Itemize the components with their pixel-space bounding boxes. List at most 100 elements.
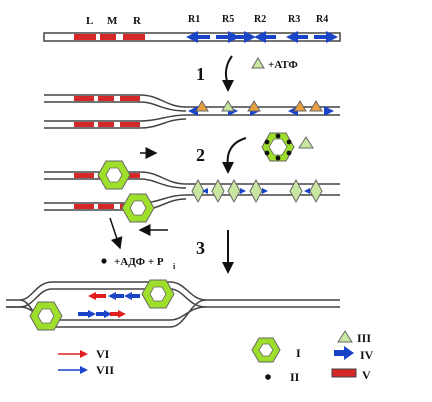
red-box — [74, 34, 96, 40]
triangle-icon — [309, 100, 323, 112]
blue-arrow-right — [232, 31, 256, 43]
dna-row-2 — [44, 94, 340, 129]
red-box — [120, 96, 140, 101]
dot-icon — [101, 258, 107, 264]
blue-arrow-icon — [108, 292, 124, 300]
legend-label-VI: VI — [96, 347, 110, 361]
red-arrow-icon — [110, 310, 126, 318]
blue-arrow-icon — [334, 346, 354, 360]
triangle-pair-icon — [289, 178, 303, 204]
dot-icon — [265, 374, 271, 380]
red-boxes-row1 — [74, 34, 145, 40]
red-box — [120, 122, 140, 127]
blue-arrow-right — [240, 188, 246, 194]
red-box — [100, 34, 116, 40]
step-arrow — [224, 55, 233, 85]
label-R4: R4 — [316, 14, 328, 25]
red-box — [98, 204, 114, 209]
legend-label-V: V — [362, 368, 371, 382]
legend: VI VII I II III IV V — [58, 330, 374, 384]
triangle-icon — [247, 100, 261, 112]
blue-arrow-right — [216, 31, 240, 43]
legend-item-I: I — [251, 337, 301, 363]
step-arrow-head — [222, 80, 234, 92]
dna-row-1: L M R R1 R5 R2 R3 R4 — [43, 14, 341, 43]
blue-arrow-left — [304, 188, 310, 194]
label-L: L — [86, 15, 93, 27]
legend-label-VII: VII — [96, 363, 114, 377]
label-M: M — [107, 15, 118, 27]
red-box — [98, 96, 114, 101]
triangle-icon — [293, 100, 307, 112]
adp-label: +АДФ + P — [114, 256, 164, 268]
red-arrow-icon — [80, 350, 88, 358]
label-R1: R1 — [188, 14, 200, 25]
legend-item-II: II — [265, 370, 300, 384]
hexagon-ring-icon — [121, 193, 155, 223]
step-arrow — [226, 137, 247, 167]
blue-arrow-right — [262, 188, 268, 194]
red-boxes-row2 — [74, 96, 140, 127]
dna-row-3 — [44, 160, 340, 223]
dna-strand-bottom — [44, 114, 340, 122]
blue-arrow-icon — [96, 310, 112, 318]
label-R2: R2 — [254, 14, 266, 25]
legend-label-II: II — [290, 370, 300, 384]
blue-arrows-row1 — [186, 31, 338, 43]
hexagon-ring-icon — [29, 301, 63, 331]
dna-row-4-bubble — [6, 279, 340, 331]
legend-item-III: III — [337, 330, 371, 345]
dna-strand — [44, 178, 187, 189]
blue-arrow-right — [324, 106, 334, 116]
triangle-icon — [251, 57, 265, 69]
dna-strand-top — [44, 94, 340, 108]
leading-lagging-arrows — [78, 292, 140, 318]
hexagon-ring-icon — [97, 160, 131, 190]
step-1: 1 +АТФ — [196, 55, 298, 92]
legend-item-V: V — [331, 368, 371, 382]
dna-strand-top-inner — [44, 101, 187, 112]
red-box — [123, 34, 145, 40]
label-R3: R3 — [288, 14, 300, 25]
release-arrow — [109, 217, 123, 250]
legend-item-VI: VI — [58, 347, 110, 361]
blue-arrow-icon — [78, 310, 96, 318]
dna-strand — [44, 198, 187, 211]
hexagon-ring-icon — [141, 279, 175, 309]
step-number-1: 1 — [196, 64, 205, 84]
blue-arrow-left — [188, 106, 198, 116]
triangle-icon — [221, 100, 235, 112]
step-number-3: 3 — [196, 238, 205, 258]
triangle-pair-icon — [211, 178, 225, 204]
dna-strand-bottom-inner — [44, 118, 187, 129]
atp-label: +АТФ — [268, 59, 298, 71]
step-arrow-head — [222, 262, 234, 274]
label-R5: R5 — [222, 14, 234, 25]
red-arrow-icon — [88, 292, 106, 300]
red-box — [98, 122, 114, 127]
blue-arrows-row3 — [202, 188, 310, 194]
label-R: R — [133, 15, 142, 27]
dna-strand — [6, 281, 340, 301]
dna-strand — [19, 299, 207, 328]
legend-item-VII: VII — [58, 363, 114, 377]
blue-arrow-icon — [80, 366, 88, 374]
step-3: +АДФ + P i 3 — [101, 217, 234, 274]
triangles-row2 — [195, 100, 323, 112]
triangles-row3 — [191, 178, 323, 204]
blue-arrow-icon — [124, 292, 140, 300]
triangle-icon — [195, 100, 209, 112]
hexamer-icon — [261, 132, 295, 162]
red-box-icon — [331, 368, 357, 378]
red-box — [74, 173, 94, 178]
adp-subscript: i — [173, 262, 176, 271]
dna-strand — [44, 171, 340, 185]
red-box — [74, 204, 94, 209]
blue-arrow-left — [186, 31, 210, 43]
legend-label-IV: IV — [360, 348, 374, 362]
triangle-icon — [337, 330, 353, 343]
step-arrow-head — [222, 162, 234, 174]
step-2: 2 — [140, 132, 314, 174]
